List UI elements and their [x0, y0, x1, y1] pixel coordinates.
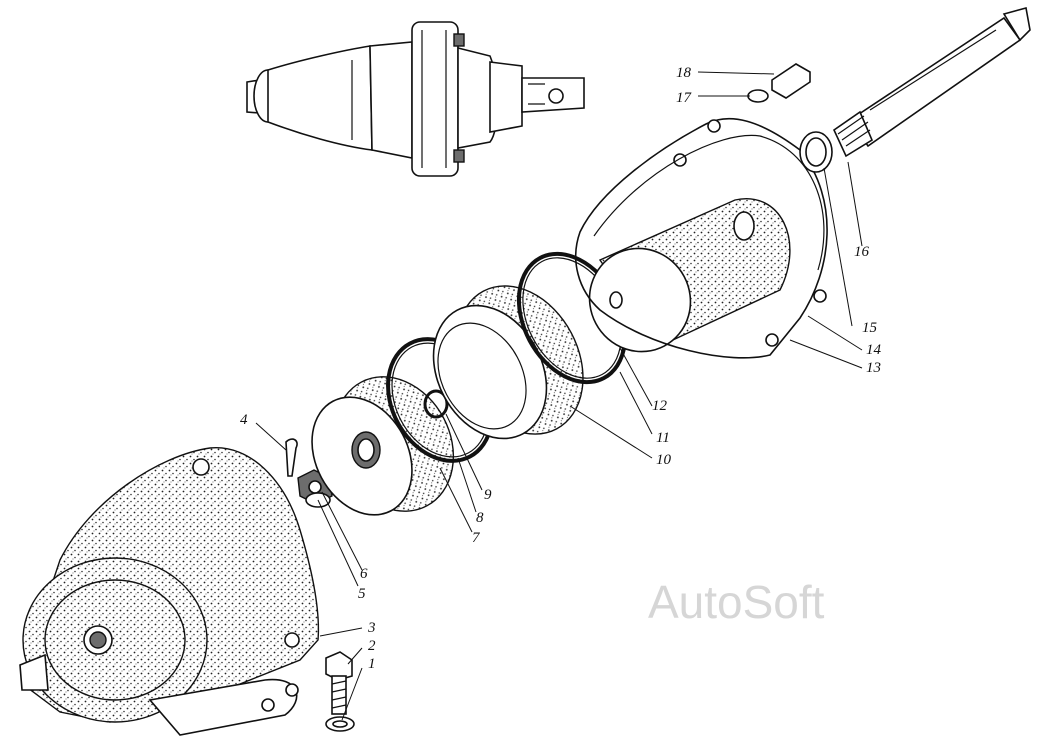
callout-10: 10 [656, 452, 672, 468]
callout-18: 18 [676, 65, 692, 81]
cotter-pin [285, 438, 298, 477]
callout-labels: 1 2 3 4 5 6 7 8 9 10 11 12 13 14 15 16 1… [240, 65, 882, 672]
leader-lines [255, 71, 863, 721]
callout-8: 8 [476, 510, 484, 526]
callout-16: 16 [854, 244, 870, 260]
callout-3: 3 [367, 620, 376, 636]
gasket [593, 134, 825, 271]
assembled-cylinder-drawing [246, 21, 585, 177]
callout-5: 5 [358, 586, 366, 602]
bolt [325, 651, 353, 715]
cylinder-body [588, 198, 791, 353]
cylinder-cover [19, 447, 320, 736]
lock-washer [325, 716, 355, 732]
callout-15: 15 [862, 320, 878, 336]
callout-1: 1 [368, 656, 376, 672]
callout-17: 17 [676, 90, 693, 106]
callout-6: 6 [360, 566, 368, 582]
watermark: AutoSoft [648, 576, 825, 628]
callout-11: 11 [656, 430, 670, 446]
small-washer [747, 89, 769, 103]
callout-7: 7 [472, 530, 481, 546]
rod-seal [799, 131, 833, 173]
small-bolt [771, 63, 811, 99]
push-rod [832, 6, 1031, 158]
piston [311, 376, 455, 516]
callout-4: 4 [240, 412, 248, 428]
callout-9: 9 [484, 487, 492, 503]
callout-13: 13 [866, 360, 881, 376]
callout-12: 12 [652, 398, 668, 414]
callout-2: 2 [368, 638, 376, 654]
cylinder-cup [432, 285, 584, 440]
callout-14: 14 [866, 342, 882, 358]
o-ring [423, 389, 449, 419]
